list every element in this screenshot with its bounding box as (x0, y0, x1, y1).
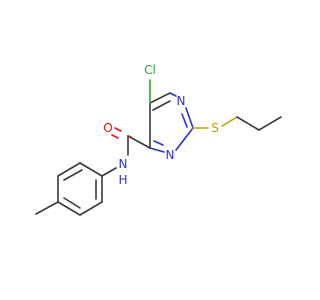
bond-ar-5 (79, 201, 103, 216)
pyrimidine-ring (149, 92, 194, 153)
propylthio-group (192, 116, 282, 131)
bond-ar-2-double (63, 169, 83, 181)
bond-c4-carbonyl (127, 135, 151, 149)
bond-c5-c6-double (152, 100, 171, 111)
atom-nh: N (119, 157, 128, 171)
structure-diagram: Cl N N O N H S (35, 63, 282, 216)
bond-propyl-1 (236, 116, 260, 131)
bond-propyl-2 (258, 116, 282, 131)
bond-ar-2 (57, 162, 81, 177)
atom-n1: N (177, 94, 186, 108)
bond-c5-c6 (149, 92, 171, 104)
atom-o: O (103, 121, 112, 135)
atom-n3: N (166, 148, 175, 162)
bond-c-o-2 (111, 134, 119, 139)
atom-h: H (118, 173, 127, 187)
molecule-canvas: Cl N N O N H S (35, 63, 282, 216)
bond-methyl (35, 201, 59, 215)
bond-n1-c2-double (181, 113, 188, 128)
bond-ar-4 (57, 201, 81, 216)
bond-n3-c4-double (153, 140, 164, 146)
bond-c2-n3 (175, 127, 194, 151)
bond-s-ch2 (221, 116, 238, 127)
bond-ar-4-double (63, 197, 81, 209)
atom-cl: Cl (144, 63, 156, 77)
bond-n-aryl (101, 167, 117, 177)
carboxamide-group (111, 127, 151, 156)
bond-c-o-1 (114, 127, 122, 132)
bond-n3-c4 (149, 147, 165, 153)
bond-ar-1 (79, 162, 103, 177)
bond-n1-c2 (185, 107, 194, 129)
benzene-ring (57, 162, 103, 216)
atom-s: S (211, 121, 219, 135)
bond-c6-n1 (169, 92, 177, 97)
